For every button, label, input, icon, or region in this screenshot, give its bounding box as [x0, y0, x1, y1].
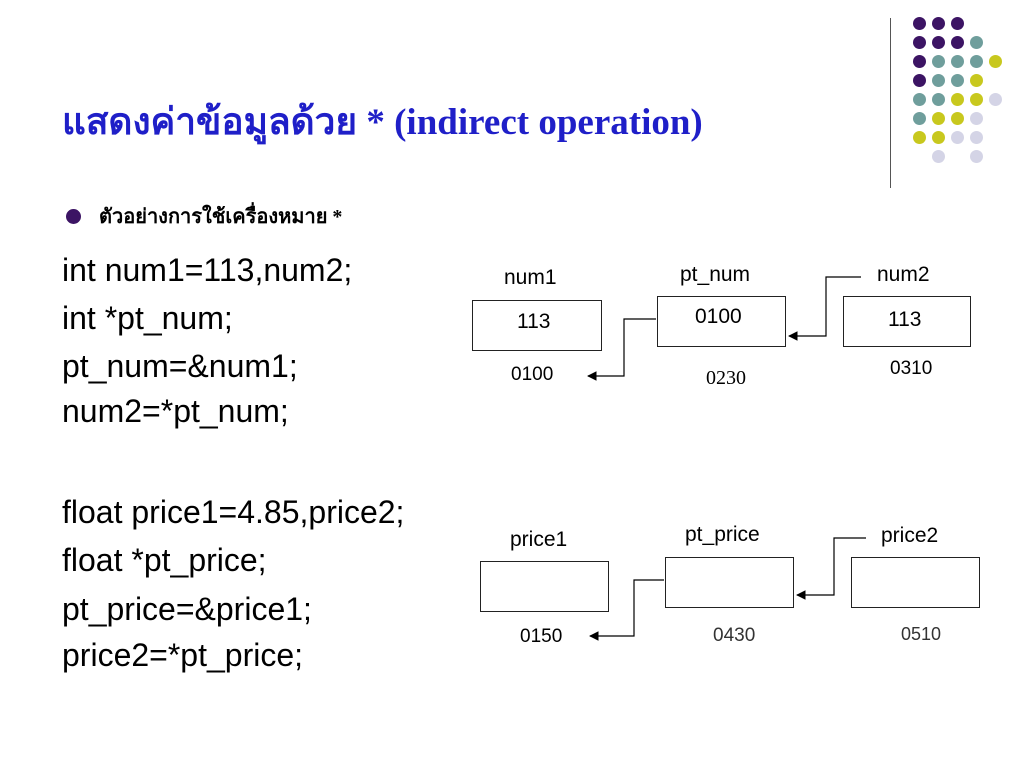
pt-num-address: 0230 [706, 367, 746, 389]
slide-title: แสดงค่าข้อมูลด้วย * (indirect operation) [62, 102, 703, 143]
price1-address: 0150 [520, 626, 563, 647]
code-line: num2=*pt_num; [62, 393, 289, 429]
code-line: int num1=113,num2; [62, 252, 353, 288]
num2-address: 0310 [890, 358, 933, 379]
pt-num-label: pt_num [680, 263, 751, 286]
code-line: float price1=4.85,price2; [62, 494, 405, 530]
price1-label: price1 [510, 528, 568, 551]
pt-price-label: pt_price [685, 523, 760, 546]
arrow-price2-to-pt-price [796, 537, 866, 600]
code-line: float *pt_price; [62, 542, 267, 578]
num2-value: 113 [888, 308, 922, 331]
arrow-pt-price-to-price1 [589, 579, 664, 641]
pt-num-value: 0100 [695, 305, 742, 328]
bullet-dot-icon [66, 208, 81, 224]
num2-label: num2 [877, 263, 930, 286]
price1-memory-box [480, 561, 609, 612]
num2-memory-box [843, 296, 971, 347]
price2-label: price2 [881, 524, 939, 547]
pt-num-memory-box [657, 296, 786, 347]
arrow-num2-to-pt-num [788, 276, 861, 341]
bullet-text: ตัวอย่างการใช้เครื่องหมาย * [99, 206, 343, 228]
price2-address: 0510 [901, 624, 942, 644]
bullet-item: ตัวอย่างการใช้เครื่องหมาย * [66, 200, 342, 232]
num1-label: num1 [504, 266, 557, 289]
arrow-pt-num-to-num1 [587, 318, 656, 381]
num1-address: 0100 [511, 364, 554, 385]
num1-memory-box [472, 300, 602, 351]
num1-value: 113 [517, 310, 551, 333]
decorative-divider [890, 18, 891, 188]
pt-price-memory-box [665, 557, 794, 608]
pt-price-address: 0430 [713, 625, 756, 646]
code-line: pt_num=&num1; [62, 348, 298, 384]
code-line: pt_price=&price1; [62, 591, 312, 627]
code-line: int *pt_num; [62, 300, 233, 336]
code-line: price2=*pt_price; [62, 637, 304, 673]
price2-memory-box [851, 557, 980, 608]
